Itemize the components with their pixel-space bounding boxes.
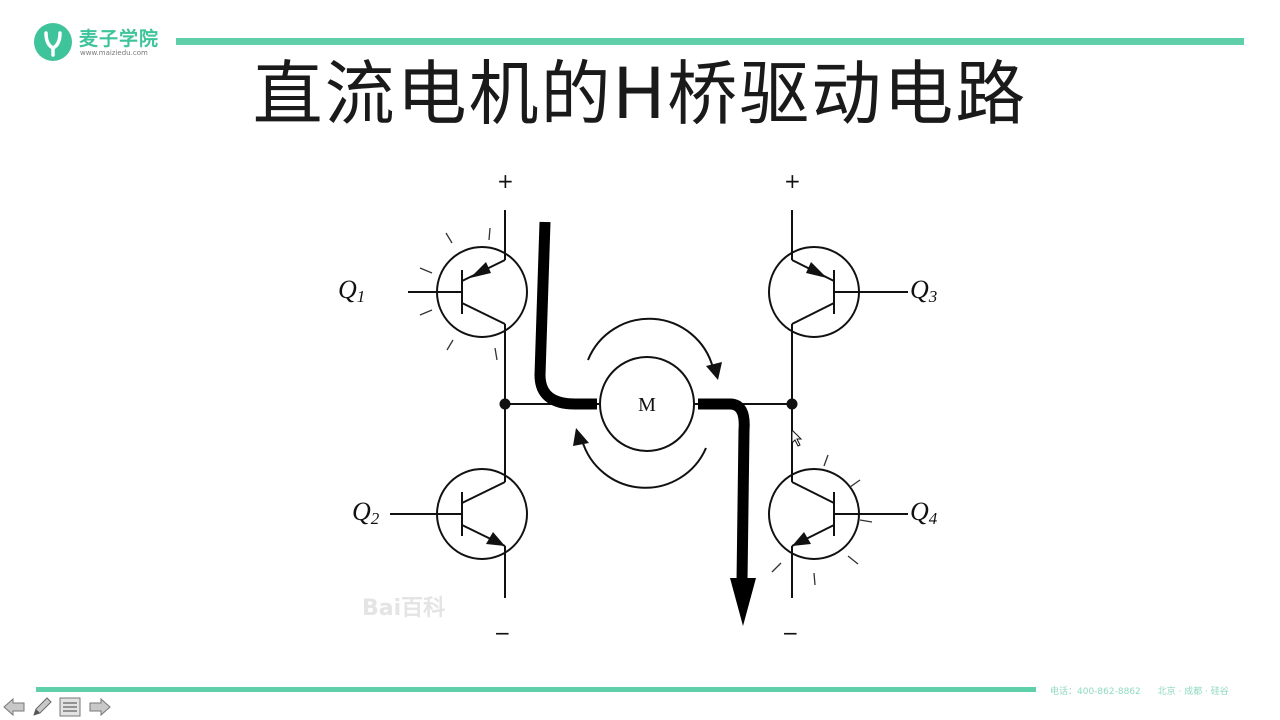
motor [599,356,695,452]
minus-left-label: − [494,621,511,645]
rotation-arrowhead-bottom [573,428,589,446]
junction-right [786,398,798,410]
cursor-icon [791,428,803,447]
q4-glow [771,454,873,586]
q1-label: Q1 [338,275,365,306]
logo-url: www.maiziedu.com [80,49,148,57]
transistor-q2 [390,468,528,560]
rotation-arrows [581,317,714,489]
q1-glow [419,227,498,361]
header-divider [176,38,1244,45]
rotation-arrowhead-top [706,362,722,380]
arrow-left-icon[interactable] [2,696,26,718]
plus-right-label: + [784,169,801,193]
q4-label: Q4 [910,497,938,528]
motor-label: M [638,394,656,416]
pen-icon[interactable] [30,696,54,718]
current-flow-path [534,221,750,583]
logo-name: 麦子学院 [79,28,160,50]
footer-locations: 北京 · 成都 · 硅谷 [1157,687,1229,697]
q2-label: Q2 [352,497,380,528]
footer-info: 电话：400-862-8862 北京 · 成都 · 硅谷 [1050,684,1243,697]
arrow-right-icon[interactable] [88,696,112,718]
plus-left-label: + [497,169,514,193]
menu-icon[interactable] [58,696,82,718]
junction-left [499,398,511,410]
page-title: 直流电机的H桥驱动电路 [252,53,1028,135]
transistor-q3 [768,246,908,338]
footer-phone: 电话：400-862-8862 [1050,687,1141,697]
current-flow-arrowhead [730,578,756,626]
footer-divider [36,687,1036,692]
transistor-q1 [408,246,528,338]
logo-leaf-icon [34,23,72,61]
minus-right-label: − [782,621,799,645]
baidu-watermark: Bai百科 [362,596,445,621]
slide-nav [2,694,114,720]
q3-label: Q3 [910,275,937,306]
transistor-q4 [768,468,908,560]
logo: 麦子学院 www.maiziedu.com [33,22,183,62]
